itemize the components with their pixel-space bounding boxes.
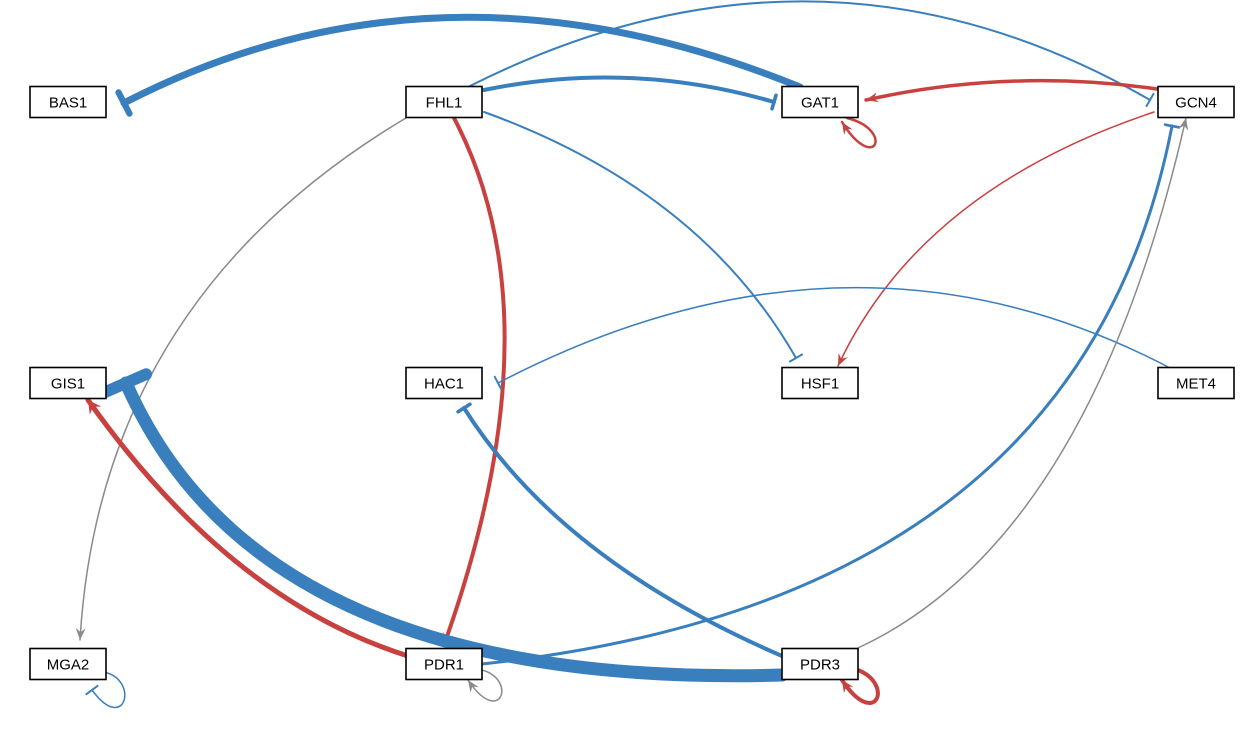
arrowhead	[842, 122, 853, 135]
node-box	[781, 647, 859, 681]
arrowhead	[1178, 118, 1189, 131]
node-label: GCN4	[1175, 95, 1217, 112]
node-fhl1[interactable]: FHL1	[405, 85, 483, 119]
node-hsf1[interactable]: HSF1	[781, 366, 859, 400]
edge-path	[79, 117, 407, 641]
edge-path	[119, 376, 789, 683]
node-label: HAC1	[424, 376, 464, 393]
inhibition-bar	[770, 93, 778, 111]
node-gat1[interactable]: GAT1	[781, 85, 859, 119]
edge-path	[840, 668, 880, 705]
node-mga2[interactable]: MGA2	[29, 647, 107, 681]
edge-layer	[75, 0, 1189, 709]
edge-fhl1-to-gcn4	[469, 0, 1155, 108]
node-box	[29, 366, 107, 400]
node-box	[1157, 85, 1235, 119]
edge-path	[864, 78, 1159, 102]
node-box	[405, 647, 483, 681]
node-label: MGA2	[47, 657, 90, 674]
node-pdr3[interactable]: PDR3	[781, 647, 859, 681]
node-box	[405, 366, 483, 400]
edge-path	[497, 286, 1171, 384]
arrowhead	[75, 627, 86, 640]
edge-fhl1-to-gat1	[482, 75, 778, 111]
edge-pdr3-to-gcn4	[857, 117, 1189, 649]
inhibition-bar	[1163, 123, 1181, 129]
edge-pdr3-to-gis1	[99, 368, 789, 683]
node-label: PDR3	[800, 657, 840, 674]
edge-path	[120, 13, 804, 107]
node-bas1[interactable]: BAS1	[29, 85, 107, 119]
edge-pdr1-to-pdr1	[467, 669, 503, 702]
edge-mga2-to-mga2	[85, 671, 126, 709]
node-label: GIS1	[51, 376, 85, 393]
edge-gcn4-to-hsf1	[837, 111, 1155, 367]
arrowhead	[842, 680, 854, 694]
edge-gat1-to-bas1	[115, 13, 804, 117]
edge-fhl1-to-mga2	[75, 117, 407, 641]
edge-path	[482, 75, 776, 104]
node-met4[interactable]: MET4	[1157, 366, 1235, 400]
edge-path	[91, 671, 126, 709]
node-label: HSF1	[801, 376, 839, 393]
edge-path	[462, 406, 784, 658]
edge-pdr1-to-gcn4	[480, 123, 1181, 666]
node-box	[781, 366, 859, 400]
edge-met4-to-hac1	[493, 286, 1171, 391]
inhibition-bar	[85, 684, 99, 696]
arrowhead	[88, 400, 102, 415]
edge-path	[480, 124, 1174, 666]
edge-path	[857, 117, 1187, 649]
node-label: PDR1	[424, 657, 464, 674]
node-box	[29, 85, 107, 119]
edge-path	[469, 0, 1151, 101]
inhibition-bar	[493, 375, 503, 391]
node-box	[405, 85, 483, 119]
inhibition-bar	[456, 402, 472, 414]
node-hac1[interactable]: HAC1	[405, 366, 483, 400]
arrowhead	[468, 680, 479, 693]
edge-path	[442, 116, 507, 647]
edge-path	[467, 669, 503, 702]
node-label: FHL1	[426, 95, 463, 112]
inhibition-bar	[99, 368, 153, 398]
node-label: MET4	[1176, 376, 1216, 393]
node-gcn4[interactable]: GCN4	[1157, 85, 1235, 119]
edge-path	[483, 111, 797, 359]
edge-gcn4-to-gat1	[864, 78, 1159, 103]
inhibition-bar	[788, 353, 804, 363]
edge-pdr3-to-hac1	[456, 402, 784, 658]
edge-gat1-to-gat1	[840, 116, 877, 149]
node-box	[781, 85, 859, 119]
inhibition-bar	[1145, 92, 1155, 108]
edge-pdr3-to-pdr3	[840, 668, 880, 705]
arrowhead	[866, 92, 879, 103]
edge-pdr1-to-gis1	[85, 397, 411, 659]
arrowhead	[838, 353, 848, 366]
edge-fhl1-to-hsf1	[483, 111, 804, 363]
edge-path	[837, 111, 1155, 367]
node-gis1[interactable]: GIS1	[29, 366, 107, 400]
node-label: BAS1	[49, 95, 87, 112]
edge-path	[85, 397, 411, 659]
edge-path	[840, 116, 877, 149]
inhibition-bar	[115, 89, 133, 117]
node-box	[29, 647, 107, 681]
node-box	[1157, 366, 1235, 400]
node-pdr1[interactable]: PDR1	[405, 647, 483, 681]
node-label: GAT1	[801, 95, 839, 112]
